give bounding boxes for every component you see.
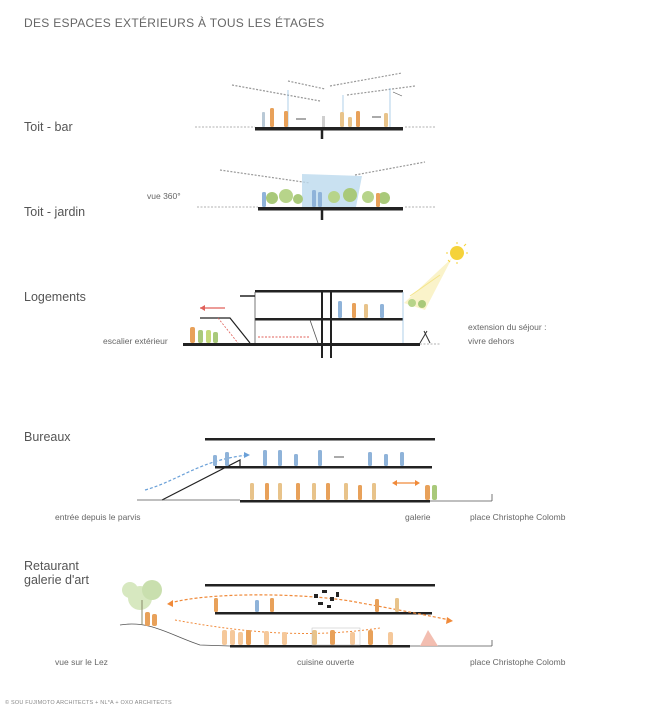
sunlight-beam	[404, 258, 452, 310]
arrow-head	[392, 480, 397, 486]
canopy-line	[346, 85, 416, 96]
kitchen-area	[311, 627, 361, 646]
ground-slab	[183, 343, 420, 346]
arrow-head	[446, 617, 453, 624]
floor-slab	[215, 612, 432, 615]
person-figures	[262, 108, 388, 127]
garden-plants	[266, 188, 390, 204]
roof-slab	[255, 290, 403, 293]
canopy-line	[219, 169, 311, 184]
person-figures	[213, 450, 437, 500]
annotation-extension-2: vivre dehors	[468, 336, 515, 346]
stair-hatch	[217, 317, 239, 344]
floor-slab	[215, 466, 432, 469]
circulation-arrow	[144, 454, 249, 491]
telescope-icon	[419, 330, 431, 344]
ground-slab	[230, 645, 410, 648]
section-label-toit-bar: Toit - bar	[24, 120, 73, 134]
view-arrow	[169, 594, 451, 621]
annotation-cuisine: cuisine ouverte	[297, 657, 355, 667]
section-logements	[183, 242, 468, 358]
section-toit-jardin	[197, 161, 435, 220]
annotation-extension-1: extension du séjour :	[468, 322, 547, 332]
annotation-galerie: galerie	[405, 512, 431, 522]
art-installation	[314, 590, 339, 608]
canopy-line	[329, 72, 403, 87]
section-label-toit-jardin: Toit - jardin	[24, 205, 86, 219]
roof-slab	[205, 438, 435, 441]
arrow-head	[167, 600, 173, 607]
circulation-arrow	[174, 619, 381, 634]
section-restaurant	[119, 580, 493, 648]
arrow-head	[200, 305, 205, 311]
roof-slab	[255, 127, 403, 131]
section-label-restaurant: Retaurant	[24, 559, 79, 573]
roof-slab	[258, 207, 403, 211]
annotation-entree: entrée depuis le parvis	[55, 512, 141, 522]
annotation-vue-360: vue 360°	[147, 191, 181, 201]
annotation-place-bureaux: place Christophe Colomb	[470, 512, 566, 522]
arrow-head	[415, 480, 420, 486]
annotation-vue-lez: vue sur le Lez	[55, 657, 108, 667]
section-label-logements: Logements	[24, 290, 86, 304]
person-figures	[262, 190, 380, 207]
annotation-escalier: escalier extérieur	[103, 336, 168, 346]
section-toit-bar	[195, 72, 435, 139]
exterior-ramp	[161, 459, 241, 501]
interior-stair	[309, 319, 319, 344]
sun-ray	[409, 274, 441, 297]
canopy-line	[354, 161, 426, 176]
person-figures	[145, 598, 438, 646]
annotation-place-restaurant: place Christophe Colomb	[470, 657, 566, 667]
section-label-galerie-art: galerie d'art	[24, 573, 89, 587]
exterior-stair	[200, 317, 251, 344]
riverbank-slope	[119, 623, 231, 647]
canopy-line	[287, 80, 326, 90]
person-figures	[190, 299, 426, 343]
ground-slab	[240, 500, 430, 503]
page-title: DES ESPACES EXTÉRIEURS À TOUS LES ÉTAGES	[24, 16, 325, 30]
section-bureaux	[137, 438, 493, 503]
sun-rays	[446, 242, 468, 264]
credit-text: © SOU FUJIMOTO ARCHITECTS + NL*A + OXO A…	[5, 700, 172, 706]
floor-slab	[255, 318, 403, 321]
sun-icon	[450, 246, 464, 260]
dimension-mark	[392, 91, 403, 97]
section-label-bureaux: Bureaux	[24, 430, 71, 444]
roof-slab	[205, 584, 435, 587]
canopy-line	[231, 84, 321, 102]
tree-illustration	[122, 580, 162, 625]
arrow-head	[244, 452, 250, 458]
